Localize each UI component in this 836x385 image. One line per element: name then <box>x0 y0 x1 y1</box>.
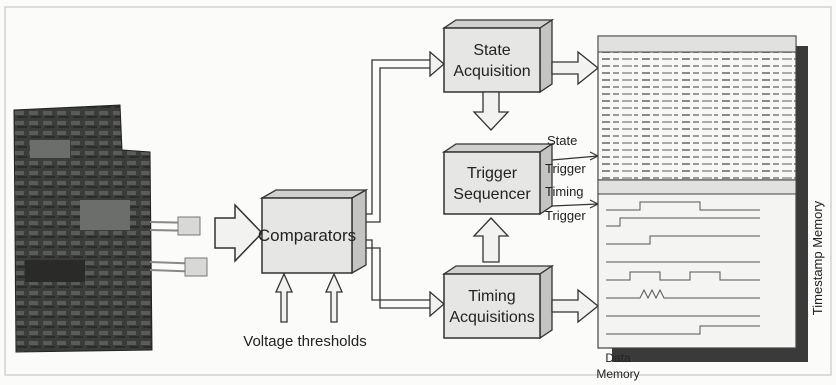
state-trigger-label-2: Trigger <box>545 161 586 176</box>
timing-acquisitions-label-2: Acquisitions <box>449 309 534 326</box>
state-acquisition-block: State Acquisition <box>444 20 552 92</box>
arrow-timing-to-trigger <box>474 218 508 262</box>
arrow-state-to-trigger <box>474 92 508 130</box>
data-memory-label-1: Data <box>605 351 631 365</box>
voltage-threshold-arrows <box>276 274 342 322</box>
voltage-thresholds-label: Voltage thresholds <box>243 333 366 350</box>
circuit-board-image <box>14 105 152 352</box>
arrow-state-to-memory <box>552 52 598 84</box>
trigger-sequencer-block: Trigger Sequencer <box>444 144 552 214</box>
trigger-sequencer-label-2: Sequencer <box>453 186 531 203</box>
state-acquisition-label-1: State <box>473 42 510 59</box>
probe-cables <box>150 217 207 276</box>
comparators-label: Comparators <box>258 226 356 245</box>
comparator-output-paths <box>366 60 430 308</box>
timing-acquisitions-label-1: Timing <box>468 288 515 305</box>
arrow-to-timing-acquisitions <box>430 292 444 316</box>
timing-acquisitions-block: Timing Acquisitions <box>444 266 552 338</box>
timing-trigger-label-2: Trigger <box>545 208 586 223</box>
data-memory-label-2: Memory <box>596 367 639 381</box>
comparators-block: Comparators <box>258 190 366 273</box>
trigger-sequencer-label-1: Trigger <box>467 165 518 182</box>
timestamp-memory-label: Timestamp Memory <box>810 200 825 315</box>
memory-display <box>598 36 808 362</box>
input-arrow <box>215 205 262 261</box>
arrow-timing-to-memory <box>552 290 598 322</box>
timing-trigger-label-1: Timing <box>545 184 584 199</box>
arrow-to-state-acquisition <box>430 52 444 76</box>
state-trigger-label-1: State <box>547 133 577 148</box>
state-acquisition-label-2: Acquisition <box>453 63 530 80</box>
